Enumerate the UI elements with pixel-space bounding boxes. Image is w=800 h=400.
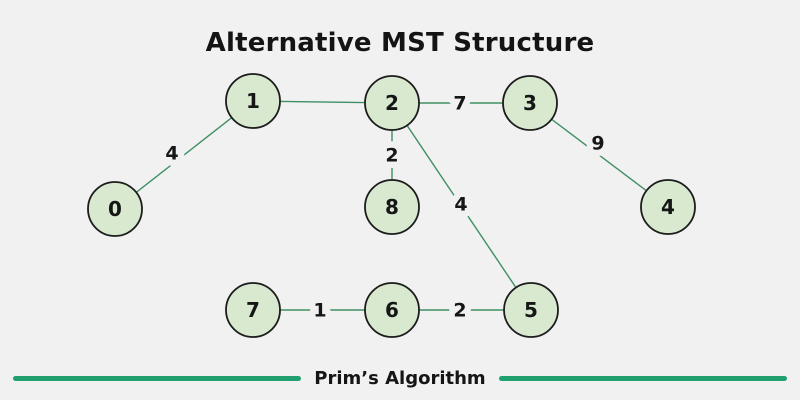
edge-weight-3-4: 9: [591, 133, 604, 155]
node-label-3: 3: [523, 91, 537, 115]
edge-weight-2-3: 7: [453, 93, 466, 115]
footer: Prim’s Algorithm: [0, 366, 800, 390]
node-label-7: 7: [246, 298, 260, 322]
node-circle-6: [364, 282, 420, 338]
edge-weight-7-6: 1: [313, 300, 326, 322]
edge-weight-0-1: 4: [165, 143, 178, 165]
edge-3-4: [529, 102, 669, 208]
footer-rule-left: [13, 375, 302, 381]
edge-weight-2-8: 2: [385, 145, 398, 167]
node-circle-2: [364, 75, 420, 131]
node-label-2: 2: [385, 91, 399, 115]
node-circle-7: [225, 282, 281, 338]
node-label-8: 8: [385, 195, 399, 219]
footer-label: Prim’s Algorithm: [314, 367, 486, 389]
edge-weight-2-5: 4: [454, 194, 467, 216]
node-circle-1: [225, 73, 281, 129]
edge-0-1: [114, 100, 254, 210]
footer-rule-right: [498, 375, 787, 381]
node-label-1: 1: [246, 89, 260, 113]
node-label-5: 5: [524, 298, 538, 322]
node-circle-0: [87, 181, 143, 237]
node-label-4: 4: [661, 195, 675, 219]
node-circle-8: [364, 179, 420, 235]
node-circle-4: [640, 179, 696, 235]
node-label-0: 0: [108, 197, 122, 221]
edge-2-5: [391, 102, 532, 311]
node-circle-3: [502, 75, 558, 131]
node-label-6: 6: [385, 298, 399, 322]
node-circle-5: [503, 282, 559, 338]
diagram-title: Alternative MST Structure: [205, 28, 595, 58]
edge-weight-6-5: 2: [453, 300, 466, 322]
